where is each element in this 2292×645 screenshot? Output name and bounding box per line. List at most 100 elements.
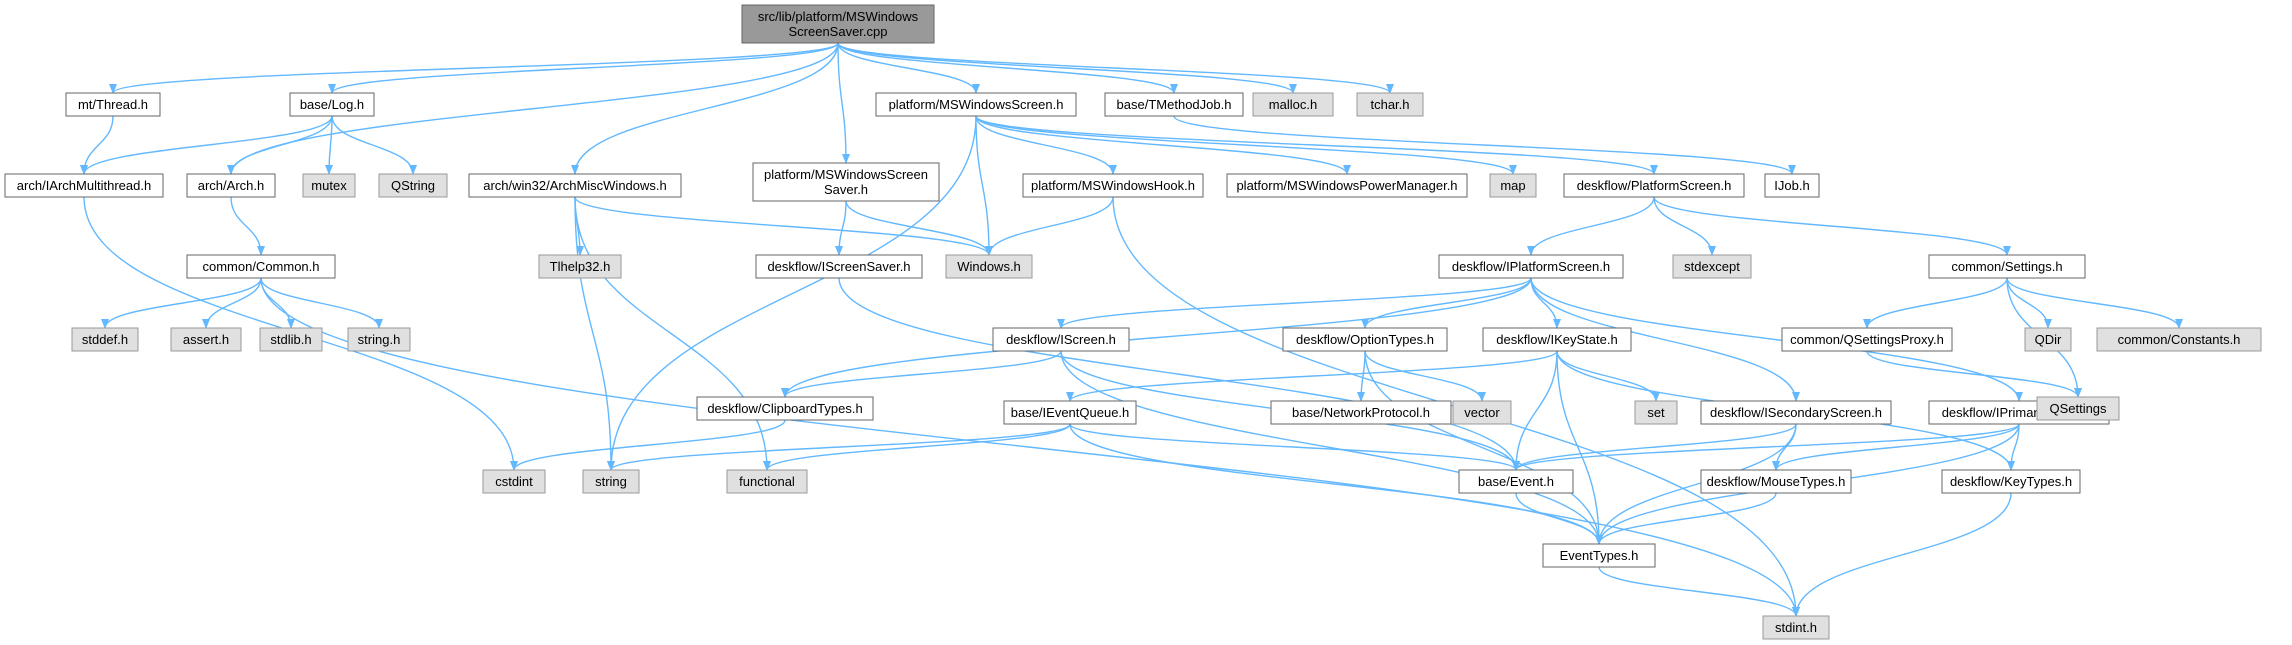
node-label: arch/Arch.h: [198, 178, 264, 193]
edge-ikeystate-to-eventtypes: [1556, 350, 1603, 545]
node-box: [1226, 173, 1468, 198]
node-ieventqueue[interactable]: base/IEventQueue.h: [1003, 400, 1137, 425]
node-malloc: malloc.h: [1252, 92, 1334, 117]
edge-root-to-malloc: [837, 42, 1297, 94]
node-root[interactable]: src/lib/platform/MSWindowsScreenSaver.cp…: [741, 4, 935, 44]
node-box: [752, 162, 940, 202]
node-box: [1941, 469, 2081, 494]
node-keytypes[interactable]: deskflow/KeyTypes.h: [1941, 469, 2081, 494]
node-stdint: stdint.h: [1762, 615, 1830, 640]
edge-ieventqueue-to-string_std: [607, 423, 1071, 471]
edge-iscreen-to-eventtypes: [1060, 350, 1603, 545]
node-ms-hook[interactable]: platform/MSWindowsHook.h: [1022, 173, 1204, 198]
node-box: [259, 327, 323, 352]
node-label: functional: [739, 474, 795, 489]
node-label: stddef.h: [82, 332, 128, 347]
edge-iprimary-to-base_event: [1512, 423, 2020, 471]
node-box: [1438, 254, 1624, 279]
node-set: set: [1634, 400, 1678, 425]
edge-ieventqueue-to-functional: [763, 423, 1071, 471]
edge-iprimary-to-keytypes: [2007, 423, 2020, 471]
node-mutex: mutex: [302, 173, 356, 198]
node-clipboardtypes[interactable]: deskflow/ClipboardTypes.h: [696, 396, 874, 421]
node-ijob[interactable]: IJob.h: [1764, 173, 1820, 198]
edge-optiontypes-to-vector: [1364, 350, 1486, 402]
node-vector: vector: [1452, 400, 1512, 425]
node-box: [347, 327, 411, 352]
node-platformscreen[interactable]: deskflow/PlatformScreen.h: [1563, 173, 1745, 198]
node-base-event[interactable]: base/Event.h: [1458, 469, 1574, 494]
node-label: stdexcept: [1684, 259, 1740, 274]
node-base-log[interactable]: base/Log.h: [289, 92, 375, 117]
node-ikeystate[interactable]: deskflow/IKeyState.h: [1482, 327, 1632, 352]
node-box: [696, 396, 874, 421]
node-box: [1452, 400, 1512, 425]
node-mousetypes[interactable]: deskflow/MouseTypes.h: [1700, 469, 1852, 494]
node-label: base/IEventQueue.h: [1011, 405, 1130, 420]
node-label: ScreenSaver.cpp: [788, 24, 887, 39]
edge-root-to-tmethodjob: [837, 42, 1178, 94]
edge-ms_screen-to-ms_hook: [975, 115, 1117, 175]
edge-ms_screen-to-map: [975, 115, 1517, 175]
node-tmethodjob[interactable]: base/TMethodJob.h: [1104, 92, 1244, 117]
node-label: src/lib/platform/MSWindows: [758, 9, 919, 24]
node-label: arch/IArchMultithread.h: [17, 178, 151, 193]
nodes-layer: src/lib/platform/MSWindowsScreenSaver.cp…: [4, 4, 2262, 640]
node-label: map: [1500, 178, 1525, 193]
edge-root-to-base_log: [328, 42, 839, 94]
node-label: string.h: [358, 332, 401, 347]
edge-iplatformscreen-to-ikeystate: [1530, 277, 1561, 329]
node-label: deskflow/IPlatformScreen.h: [1452, 259, 1610, 274]
node-label: platform/MSWindowsHook.h: [1031, 178, 1195, 193]
node-label: assert.h: [183, 332, 229, 347]
node-box: [170, 327, 242, 352]
node-optiontypes[interactable]: deskflow/OptionTypes.h: [1282, 327, 1448, 352]
node-eventtypes[interactable]: EventTypes.h: [1542, 543, 1656, 568]
node-label: common/Settings.h: [1951, 259, 2062, 274]
node-box: [4, 173, 164, 198]
node-qsettingsproxy[interactable]: common/QSettingsProxy.h: [1781, 327, 1953, 352]
node-iscreen[interactable]: deskflow/IScreen.h: [992, 327, 1130, 352]
node-string-h: string.h: [347, 327, 411, 352]
node-iplatformscreen[interactable]: deskflow/IPlatformScreen.h: [1438, 254, 1624, 279]
node-label: common/QSettingsProxy.h: [1790, 332, 1944, 347]
node-box: [1928, 254, 2086, 279]
node-box: [186, 173, 276, 198]
edge-common_common-to-string_h: [260, 277, 383, 329]
node-settings[interactable]: common/Settings.h: [1928, 254, 2086, 279]
edge-root-to-mt_thread: [109, 42, 839, 94]
node-box: [1762, 615, 1830, 640]
node-box: [1270, 400, 1452, 425]
edge-arch_win32-to-functional: [574, 196, 771, 471]
node-arch-win32[interactable]: arch/win32/ArchMiscWindows.h: [468, 173, 682, 198]
edge-ms_screensaver_h-to-iscreensaver: [835, 200, 847, 256]
node-common-common[interactable]: common/Common.h: [186, 254, 336, 279]
node-iscreensaver[interactable]: deskflow/IScreenSaver.h: [755, 254, 923, 279]
edge-ikeystate-to-ieventqueue: [1066, 350, 1558, 402]
node-iarchmt[interactable]: arch/IArchMultithread.h: [4, 173, 164, 198]
node-box: [1022, 173, 1204, 198]
node-netproto[interactable]: base/NetworkProtocol.h: [1270, 400, 1452, 425]
node-label: QString: [391, 178, 435, 193]
node-ms-power[interactable]: platform/MSWindowsPowerManager.h: [1226, 173, 1468, 198]
node-mt-thread[interactable]: mt/Thread.h: [65, 92, 161, 117]
node-arch-arch[interactable]: arch/Arch.h: [186, 173, 276, 198]
node-label: platform/MSWindowsScreen.h: [889, 97, 1064, 112]
edge-platformscreen-to-settings: [1653, 196, 2011, 256]
edge-base_log-to-arch_arch: [227, 115, 333, 175]
node-tchar: tchar.h: [1356, 92, 1424, 117]
node-constants: common/Constants.h: [2096, 327, 2262, 352]
edge-base_event-to-eventtypes: [1515, 492, 1603, 545]
node-box: [1672, 254, 1752, 279]
node-isecondary[interactable]: deskflow/ISecondaryScreen.h: [1700, 400, 1892, 425]
node-label: deskflow/ClipboardTypes.h: [707, 401, 862, 416]
edge-keytypes-to-stdint: [1792, 492, 2012, 617]
node-box: [2024, 327, 2072, 352]
node-ms-screen[interactable]: platform/MSWindowsScreen.h: [875, 92, 1077, 117]
edge-settings-to-qsettingsproxy: [1863, 277, 2008, 329]
edge-arch_arch-to-common_common: [230, 196, 265, 256]
edge-eventtypes-to-stdint: [1598, 566, 1800, 617]
node-cstdint: cstdint: [482, 469, 546, 494]
node-label: set: [1647, 405, 1665, 420]
